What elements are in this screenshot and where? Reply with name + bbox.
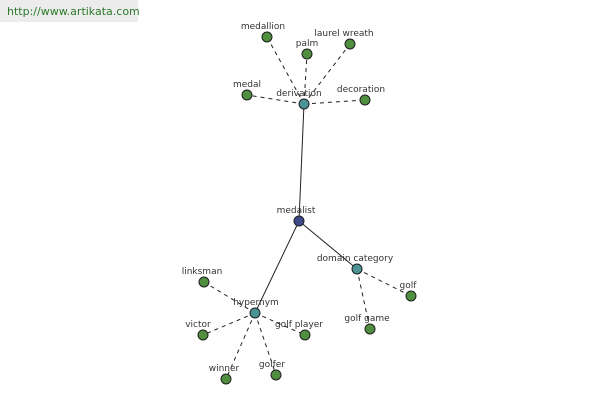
graph-nodes (197, 31, 417, 385)
label-leaf-medallion[interactable]: medallion (241, 22, 285, 32)
node-leaf-golfer[interactable] (270, 369, 282, 381)
node-leaf-golf[interactable] (405, 290, 417, 302)
label-leaf-golf-player[interactable]: golf player (275, 320, 323, 330)
node-leaf-decoration[interactable] (359, 94, 371, 106)
edge-hypernym-golf-player (254, 312, 306, 336)
edge-hypernym-golfer (254, 312, 277, 376)
label-leaf-victor[interactable]: victor (185, 320, 211, 330)
label-center[interactable]: medalist (277, 206, 316, 216)
edge-hypernym-linksman (203, 281, 256, 314)
source-link[interactable]: http://www.artikata.com (7, 5, 140, 18)
label-leaf-golfer[interactable]: golfer (259, 360, 285, 370)
node-relation-domain[interactable] (351, 263, 363, 275)
label-relation-domain[interactable]: domain category (317, 254, 394, 264)
node-leaf-golf-player[interactable] (299, 329, 311, 341)
node-leaf-linksman[interactable] (198, 276, 210, 288)
edge-derivation-palm (303, 53, 308, 105)
node-leaf-medallion[interactable] (261, 31, 273, 43)
edge-derivation-decoration (303, 99, 366, 105)
edge-hypernym-victor (202, 312, 256, 336)
edge-center-domain (298, 220, 358, 270)
node-relation-derivation[interactable] (298, 98, 310, 110)
edge-domain-golf-game (356, 268, 371, 330)
source-banner: http://www.artikata.com (0, 0, 140, 22)
label-leaf-golf[interactable]: golf (400, 281, 418, 291)
node-relation-hypernym[interactable] (249, 307, 261, 319)
graph-edges (202, 36, 412, 380)
node-center-medalist[interactable] (293, 215, 305, 227)
edge-domain-golf (356, 268, 412, 297)
node-leaf-victor[interactable] (197, 329, 209, 341)
label-leaf-linksman[interactable]: linksman (182, 267, 223, 277)
label-leaf-palm[interactable]: palm (296, 39, 319, 49)
node-leaf-palm[interactable] (301, 48, 313, 60)
label-relation-hypernym[interactable]: hypernym (233, 298, 279, 308)
edge-derivation-medal (246, 94, 305, 105)
label-relation-derivation[interactable]: derivation (276, 89, 322, 99)
label-leaf-laurel-wreath[interactable]: laurel wreath (314, 29, 373, 39)
node-leaf-medal[interactable] (241, 89, 253, 101)
node-leaf-winner[interactable] (220, 373, 232, 385)
label-leaf-decoration[interactable]: decoration (337, 85, 385, 95)
edge-center-derivation (298, 103, 305, 222)
edge-center-hypernym (254, 220, 300, 314)
node-leaf-laurel-wreath[interactable] (344, 38, 356, 50)
label-leaf-golf-game[interactable]: golf game (344, 314, 390, 324)
node-leaf-golf-game[interactable] (364, 323, 376, 335)
label-leaf-winner[interactable]: winner (209, 364, 240, 374)
label-leaf-medal[interactable]: medal (233, 80, 261, 90)
